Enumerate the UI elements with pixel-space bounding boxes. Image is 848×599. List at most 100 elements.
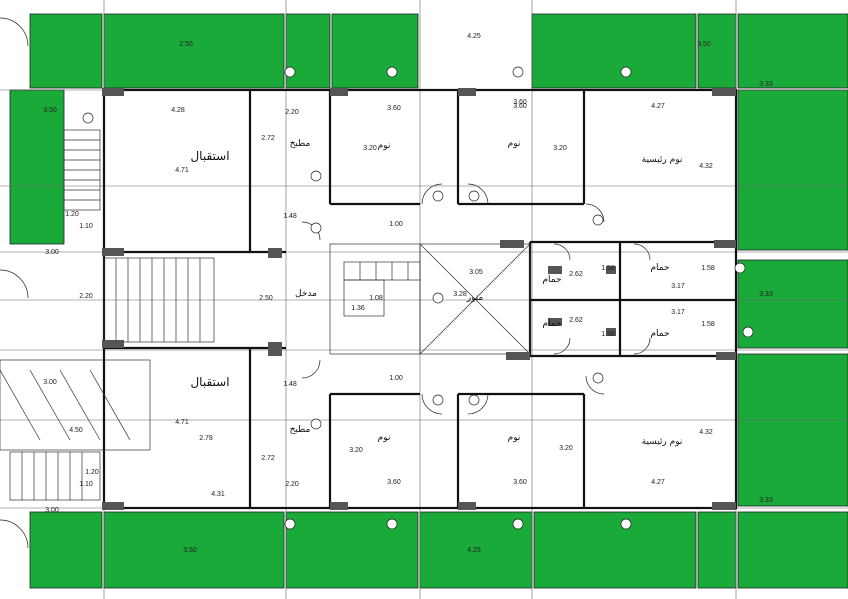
dim-label: 4.25	[467, 33, 481, 40]
room-bath-1-bot: حمام	[542, 319, 561, 329]
room-kitchen-top: مطبخ	[290, 139, 311, 149]
room-bath-2-top: حمام	[650, 263, 669, 273]
green-top-right	[737, 13, 848, 89]
dim-label: 1.00	[389, 375, 403, 382]
dim-label: 4.32	[699, 163, 713, 170]
dim-label: 3.60	[387, 105, 401, 112]
dim-label: 1.58	[601, 331, 615, 338]
dim-label: 4.71	[175, 167, 189, 174]
level-marker-icon	[310, 222, 322, 234]
room-master-bot: نوم رئيسية	[642, 437, 683, 447]
dim-label: 4.50	[69, 427, 83, 434]
dim-label: 3.33	[759, 81, 773, 88]
dim-label: 4.25	[467, 547, 481, 554]
dim-label: 2.72	[261, 135, 275, 142]
room-bed-2-bot: نوم	[508, 433, 521, 443]
dim-label: 2.62	[569, 317, 583, 324]
room-entrance-hall: مدخل	[295, 289, 317, 299]
dim-label: 2.62	[569, 271, 583, 278]
level-marker-icon	[284, 66, 296, 78]
level-marker-icon	[82, 112, 94, 124]
green-right-3	[737, 353, 848, 507]
level-marker-icon	[620, 518, 632, 530]
room-bed-1-top: نوم	[378, 141, 391, 151]
dim-label: 4.27	[651, 479, 665, 486]
green-bottom-2	[285, 511, 419, 589]
dim-label: 3.05	[469, 269, 483, 276]
dim-label: 3.60	[513, 479, 527, 486]
room-labels: استقبال مطبخ نوم نوم نوم رئيسية حمام حما…	[190, 139, 682, 447]
room-service-light: منور	[466, 293, 484, 303]
dim-label: 1.36	[351, 305, 365, 312]
dim-label: 2.20	[79, 293, 93, 300]
green-bottom-right	[737, 511, 848, 589]
dim-label: 3.50	[183, 547, 197, 554]
dim-label: 3.20	[559, 445, 573, 452]
level-marker-icon	[620, 66, 632, 78]
level-marker-icon	[432, 394, 444, 406]
green-bottom-4	[533, 511, 697, 589]
dim-label: 2.20	[285, 481, 299, 488]
green-top-left	[29, 13, 103, 89]
level-marker-icon	[468, 394, 480, 406]
dim-label: 3.33	[759, 291, 773, 298]
green-top-4	[531, 13, 697, 89]
dim-label: 1.48	[283, 381, 297, 388]
level-marker-icon	[386, 66, 398, 78]
stairs	[0, 129, 421, 501]
dim-label: 1.48	[283, 213, 297, 220]
dim-label: 1.20	[85, 469, 99, 476]
green-right-2	[737, 259, 848, 349]
room-bed-1-bot: نوم	[378, 433, 391, 443]
green-bottom-left	[29, 511, 103, 589]
dim-label: 1.58	[601, 265, 615, 272]
room-kitchen-bot: مطبخ	[290, 425, 311, 435]
level-marker-icon	[592, 372, 604, 384]
room-bath-1-top: حمام	[542, 275, 561, 285]
level-marker-icon	[284, 518, 296, 530]
dim-label: 3.50	[43, 107, 57, 114]
level-marker-icon	[512, 66, 524, 78]
level-marker-icon	[742, 326, 754, 338]
level-marker-icon	[432, 190, 444, 202]
level-marker-icon	[310, 418, 322, 430]
dim-label: 3.00	[45, 249, 59, 256]
dim-label: 3.17	[671, 309, 685, 316]
dim-label: 3.20	[349, 447, 363, 454]
dim-label: 3.17	[671, 283, 685, 290]
dim-label: 1.58	[701, 321, 715, 328]
dim-label: 2.50	[259, 295, 273, 302]
dim-label: 1.20	[65, 211, 79, 218]
dim-label: 4.27	[651, 103, 665, 110]
green-zones	[9, 13, 848, 589]
dim-label: 3.60	[513, 99, 527, 106]
level-marker-icon	[386, 518, 398, 530]
dim-label: 3.60	[513, 103, 527, 110]
dim-label: 1.00	[389, 221, 403, 228]
dim-label: 1.10	[79, 223, 93, 230]
dim-label: 3.20	[363, 145, 377, 152]
dim-label: 3.00	[43, 379, 57, 386]
dim-label: 1.58	[701, 265, 715, 272]
dim-label: 3.33	[759, 497, 773, 504]
level-marker-icon	[432, 292, 444, 304]
green-top-2	[285, 13, 331, 89]
level-marker-icon	[310, 170, 322, 182]
dim-label: 2.72	[261, 455, 275, 462]
level-marker-icon	[512, 518, 524, 530]
dim-label: 3.50	[697, 41, 711, 48]
dim-label: 3.00	[45, 507, 59, 514]
dim-label: 3.20	[553, 145, 567, 152]
room-master-top: نوم رئيسية	[642, 155, 683, 165]
dim-label: 4.32	[699, 429, 713, 436]
green-bottom-1	[103, 511, 285, 589]
room-bath-2-bot: حمام	[650, 329, 669, 339]
dim-label: 4.71	[175, 419, 189, 426]
green-top-5	[697, 13, 737, 89]
dim-label: 1.08	[369, 295, 383, 302]
dim-label: 1.10	[79, 481, 93, 488]
dim-label: 3.28	[453, 291, 467, 298]
level-markers	[82, 66, 754, 530]
dim-label: 2.78	[199, 435, 213, 442]
